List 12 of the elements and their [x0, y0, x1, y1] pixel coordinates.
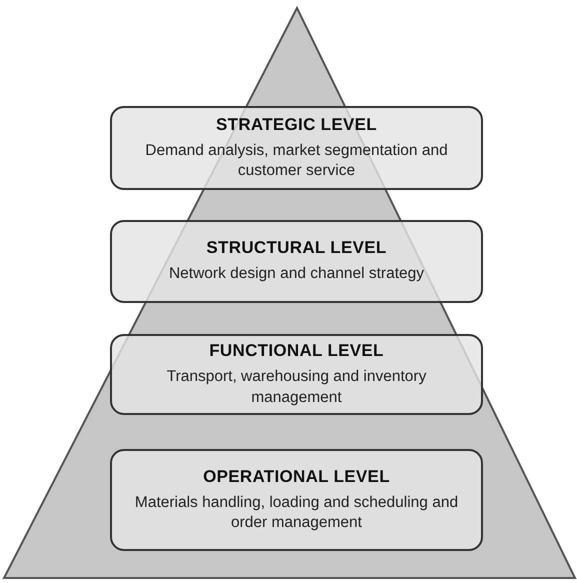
level-description: Materials handling, loading and scheduling and order management: [134, 492, 460, 533]
level-heading: FUNCTIONAL LEVEL: [208, 341, 385, 362]
level-description: Network design and channel strategy: [168, 264, 426, 284]
level-heading: STRUCTURAL LEVEL: [205, 238, 388, 258]
level-box: [110, 220, 483, 303]
level-description: Transport, warehousing and inventory management: [166, 367, 428, 408]
level-box: [110, 334, 483, 415]
level-heading: OPERATIONAL LEVEL: [202, 466, 391, 487]
level-box: [110, 106, 483, 190]
level-description: Demand analysis, market segmentation and customer service: [144, 140, 449, 181]
level-heading: STRATEGIC LEVEL: [215, 114, 378, 135]
level-box: [110, 449, 483, 551]
